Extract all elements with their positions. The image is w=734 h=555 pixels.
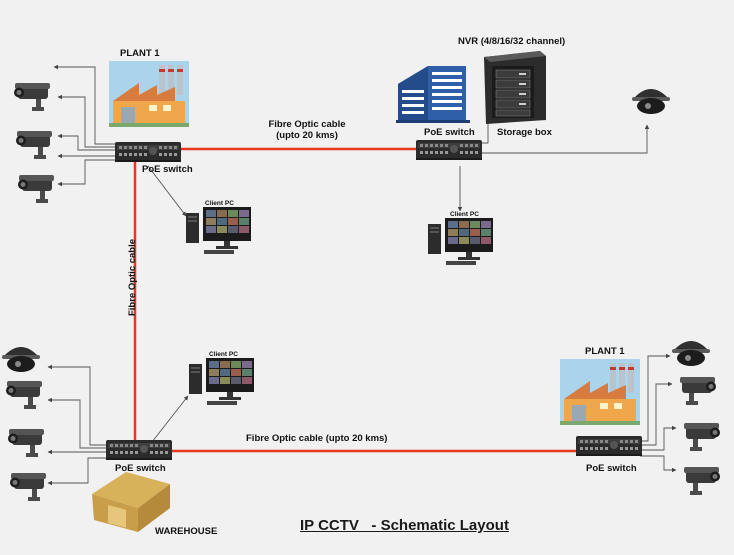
- network-cables: [47, 64, 677, 486]
- poe-switch-icon: [115, 142, 181, 162]
- client-pc-label: Client PC: [450, 211, 479, 218]
- bullet-camera-icon: [684, 467, 720, 495]
- fibre-top-label-line1: Fibre Optic cable: [268, 119, 346, 130]
- dome-camera-icon: [2, 347, 40, 372]
- nvr-label: NVR (4/8/16/32 channel): [458, 36, 566, 47]
- bullet-camera-icon: [680, 377, 716, 405]
- client-pc-label: Client PC: [209, 351, 238, 358]
- nvr-storage-icon: [484, 51, 546, 124]
- bullet-camera-icon: [16, 131, 52, 159]
- bullet-camera-icon: [10, 473, 46, 501]
- plant-label: PLANT 1: [585, 346, 625, 357]
- diagram-title: IP CCTV - Schematic Layout: [300, 517, 509, 534]
- poe-switch-label: PoE switch: [142, 164, 193, 175]
- bullet-camera-icon: [18, 175, 54, 203]
- poe-switch-icon: [576, 436, 642, 456]
- factory-icon: [560, 359, 640, 425]
- fibre-vertical-label: Fibre Optic cable: [127, 238, 139, 317]
- fibre-bottom-label: Fibre Optic cable (upto 20 kms): [246, 433, 388, 444]
- storage-label: Storage box: [497, 127, 552, 138]
- warehouse-label: WAREHOUSE: [155, 526, 218, 537]
- poe-switch-label: PoE switch: [115, 463, 166, 474]
- fibre-cables: [133, 147, 578, 453]
- bullet-camera-icon: [14, 83, 50, 111]
- client-pc-icon: [186, 207, 251, 254]
- plant-label: PLANT 1: [120, 48, 160, 59]
- factory-icon: [109, 61, 189, 127]
- poe-switch-label: PoE switch: [424, 127, 475, 138]
- poe-switch-icon: [416, 140, 482, 160]
- dome-camera-icon: [632, 89, 670, 114]
- bullet-camera-icon: [684, 423, 720, 451]
- client-pc-label: Client PC: [205, 200, 234, 207]
- dome-camera-icon: [672, 341, 710, 366]
- fibre-top-label-line2: (upto 20 kms): [276, 130, 338, 141]
- poe-switch-label: PoE switch: [586, 463, 637, 474]
- fibre-top-label: Fibre Optic cable (upto 20 kms): [264, 119, 350, 141]
- bullet-camera-icon: [6, 381, 42, 409]
- client-pc-icon: [189, 358, 254, 405]
- office-building-icon: [396, 66, 470, 123]
- poe-switch-icon: [106, 440, 172, 460]
- bullet-camera-icon: [8, 429, 44, 457]
- warehouse-icon: [92, 472, 170, 532]
- client-pc-icon: [428, 218, 493, 265]
